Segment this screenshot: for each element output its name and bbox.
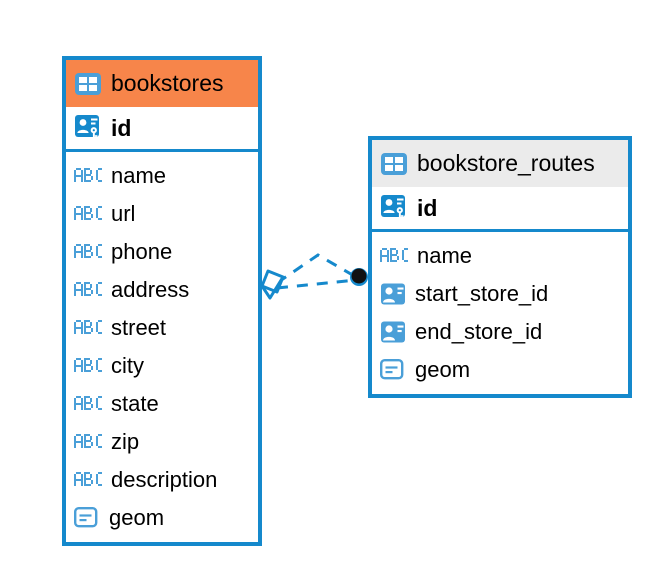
field-label: geom xyxy=(109,505,165,530)
abc-icon xyxy=(380,248,408,264)
field-label: url xyxy=(111,201,136,226)
abc-icon xyxy=(74,282,102,298)
field-label: zip xyxy=(111,429,140,454)
field-label: phone xyxy=(111,239,173,264)
relationship-line-upper xyxy=(276,253,357,285)
field-label: name xyxy=(417,243,473,268)
field-row-phone[interactable]: phone xyxy=(66,233,258,271)
field-row-zip[interactable]: zip xyxy=(66,423,258,461)
field-row-geom[interactable]: geom xyxy=(372,351,628,389)
abc-icon xyxy=(74,206,102,222)
field-label: geom xyxy=(415,357,471,382)
field-label: id xyxy=(417,194,438,221)
field-list-bookstores: name xyxy=(66,152,258,542)
entity-bookstores[interactable]: bookstores id xyxy=(62,56,262,546)
field-label: address xyxy=(111,277,190,302)
field-row-name[interactable]: name xyxy=(66,157,258,195)
field-label: id xyxy=(111,114,132,141)
field-label: end_store_id xyxy=(415,319,543,344)
geom-icon xyxy=(380,358,406,382)
field-row-description[interactable]: description xyxy=(66,461,258,499)
primary-key-icon xyxy=(380,194,408,222)
dot-marker xyxy=(350,268,368,286)
field-row-street[interactable]: street xyxy=(66,309,258,347)
field-label: description xyxy=(111,467,218,492)
field-row-end-store-id[interactable]: end_store_id xyxy=(372,313,628,351)
field-row-url[interactable]: url xyxy=(66,195,258,233)
field-label: start_store_id xyxy=(415,281,549,306)
field-list-bookstore-routes: name start_store_id xyxy=(372,232,628,394)
abc-icon xyxy=(74,396,102,412)
table-icon xyxy=(380,151,408,177)
geom-icon xyxy=(74,506,100,530)
field-label: city xyxy=(111,353,144,378)
field-row-name[interactable]: name xyxy=(372,237,628,275)
field-label: name xyxy=(111,163,167,188)
field-row-primary-key[interactable]: id xyxy=(66,107,258,152)
field-row-address[interactable]: address xyxy=(66,271,258,309)
entity-header-bookstores[interactable]: bookstores xyxy=(66,60,258,107)
foreign-key-icon xyxy=(380,320,406,344)
abc-icon xyxy=(74,320,102,336)
entity-title: bookstores xyxy=(111,70,224,96)
field-row-city[interactable]: city xyxy=(66,347,258,385)
abc-icon xyxy=(74,358,102,374)
entity-title: bookstore_routes xyxy=(417,150,595,176)
abc-icon xyxy=(74,472,102,488)
diamond-marker xyxy=(260,269,285,300)
table-icon xyxy=(74,71,102,97)
primary-key-icon xyxy=(74,114,102,142)
field-row-start-store-id[interactable]: start_store_id xyxy=(372,275,628,313)
foreign-key-icon xyxy=(380,282,406,306)
field-row-state[interactable]: state xyxy=(66,385,258,423)
field-row-geom[interactable]: geom xyxy=(66,499,258,537)
field-label: street xyxy=(111,315,167,340)
entity-header-bookstore-routes[interactable]: bookstore_routes xyxy=(372,140,628,187)
abc-icon xyxy=(74,244,102,260)
field-row-primary-key[interactable]: id xyxy=(372,187,628,232)
field-label: state xyxy=(111,391,159,416)
abc-icon xyxy=(74,434,102,450)
relationship-line-lower xyxy=(276,278,357,290)
abc-icon xyxy=(74,168,102,184)
entity-bookstore-routes[interactable]: bookstore_routes id xyxy=(368,136,632,398)
